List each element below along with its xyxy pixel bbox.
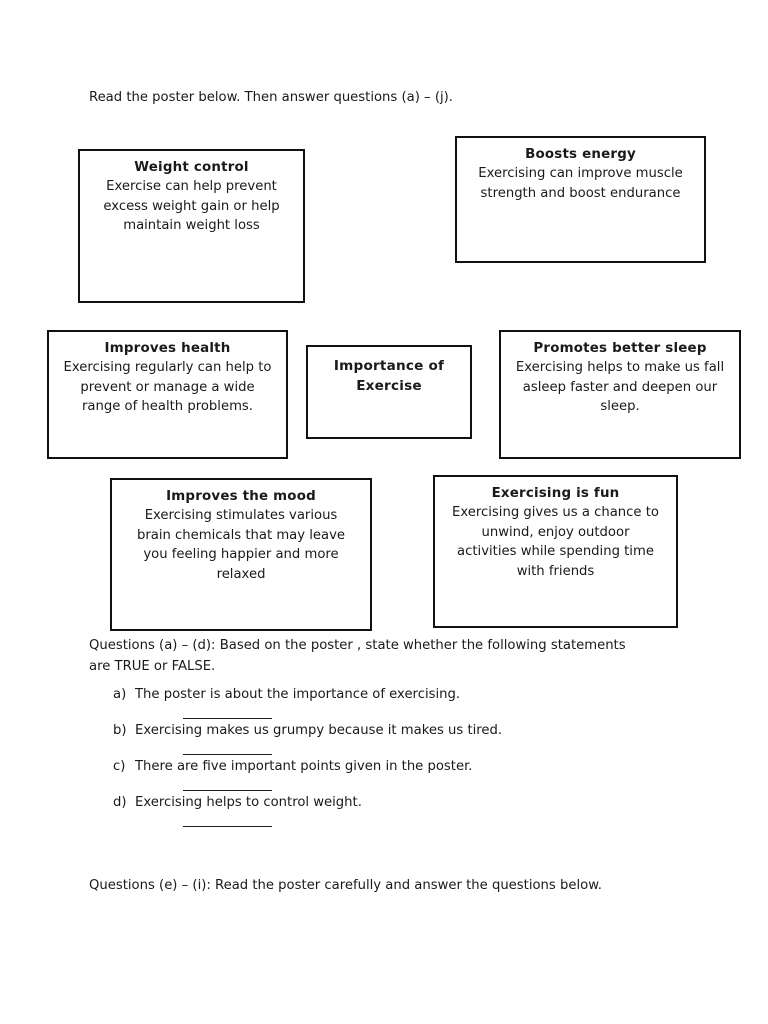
poster-box-body: Exercising regularly can help to prevent… [49, 358, 286, 417]
poster-box-center-topic: Importance of Exercise [306, 345, 472, 439]
question-letter: a) [113, 687, 127, 702]
poster-box-line: Exercising stimulates various [144, 508, 338, 523]
poster-box-line: unwind, enjoy outdoor [481, 524, 630, 540]
poster-box-body: Exercising helps to make us fall asleep … [501, 358, 739, 417]
question-text: Exercising helps to control weight. [135, 795, 362, 810]
questions-ad-instruction-line1: Questions (a) – (d): Based on the poster… [89, 638, 626, 653]
question-letter: b) [113, 723, 127, 738]
poster-box-line: range of health problems. [81, 399, 253, 414]
poster-box-line: you feeling happier and more [143, 547, 339, 562]
poster-box-title: Boosts energy [525, 147, 636, 162]
poster-box-line: Exercising gives us a chance to [452, 505, 659, 520]
answer-blank-c[interactable] [183, 790, 272, 791]
question-text: Exercising makes us grumpy because it ma… [135, 723, 503, 738]
poster-box-line: with friends [516, 563, 595, 579]
questions-ei-instruction: Questions (e) – (i): Read the poster car… [89, 878, 602, 893]
question-letter: c) [113, 759, 126, 774]
answer-blank-b[interactable] [183, 754, 272, 755]
poster-box-boosts-energy: Boosts energy Exercising can improve mus… [455, 136, 706, 263]
question-item-c: c) There are five important points given … [113, 758, 472, 776]
poster-box-promotes-better-sleep: Promotes better sleep Exercising helps t… [499, 330, 741, 459]
question-item-d: d) Exercising helps to control weight. [113, 794, 362, 812]
question-item-a: a) The poster is about the importance of … [113, 686, 460, 704]
poster-box-body: Exercising gives us a chance to unwind, … [435, 503, 676, 581]
poster-box-line: maintain weight loss [123, 218, 260, 233]
poster-box-line: brain chemicals that may leave [136, 527, 346, 543]
poster-box-title: Promotes better sleep [533, 341, 707, 356]
poster-box-body: Exercising can improve muscle strength a… [457, 164, 704, 203]
poster-box-body: Exercising stimulates various brain chem… [112, 506, 370, 584]
poster-box-title: Improves the mood [166, 489, 316, 504]
answer-blank-d[interactable] [183, 826, 272, 827]
poster-box-weight-control: Weight control Exercise can help prevent… [78, 149, 305, 303]
poster-box-line: Exercising helps to make us fall [515, 360, 725, 375]
question-letter: d) [113, 795, 127, 810]
poster-box-title: Exercising is fun [491, 486, 620, 501]
poster-box-exercising-is-fun: Exercising is fun Exercising gives us a … [433, 475, 678, 628]
poster-box-title-line1: Importance of [333, 358, 445, 374]
poster-box-title: Weight control [134, 160, 249, 175]
answer-blank-a[interactable] [183, 718, 272, 719]
questions-ad-instruction: Questions (a) – (d): Based on the poster… [89, 635, 689, 677]
poster-box-line: asleep faster and deepen our [522, 379, 718, 395]
poster-box-line: relaxed [216, 566, 266, 582]
poster-box-line: Exercising regularly can help to [63, 360, 272, 375]
poster-box-improves-the-mood: Improves the mood Exercising stimulates … [110, 478, 372, 631]
poster-box-line: Exercise can help prevent [106, 179, 277, 194]
poster-box-line: excess weight gain or help [103, 198, 280, 214]
questions-ad-instruction-line2: are TRUE or FALSE. [89, 659, 216, 674]
poster-box-title-line2: Exercise [356, 378, 422, 394]
poster-box-title: Improves health [104, 341, 231, 356]
question-text: There are five important points given in… [135, 759, 473, 774]
poster-box-line: prevent or manage a wide [80, 379, 255, 395]
poster-box-line: activities while spending time [457, 544, 654, 559]
question-text: The poster is about the importance of ex… [135, 687, 461, 702]
poster-box-improves-health: Improves health Exercising regularly can… [47, 330, 288, 459]
question-item-b: b) Exercising makes us grumpy because it … [113, 722, 502, 740]
poster-box-line: sleep. [600, 399, 640, 414]
instruction-text: Read the poster below. Then answer quest… [89, 90, 453, 105]
poster-box-line: strength and boost endurance [480, 185, 681, 201]
poster-box-line: Exercising can improve muscle [478, 166, 683, 181]
poster-box-body: Exercise can help prevent excess weight … [80, 177, 303, 236]
